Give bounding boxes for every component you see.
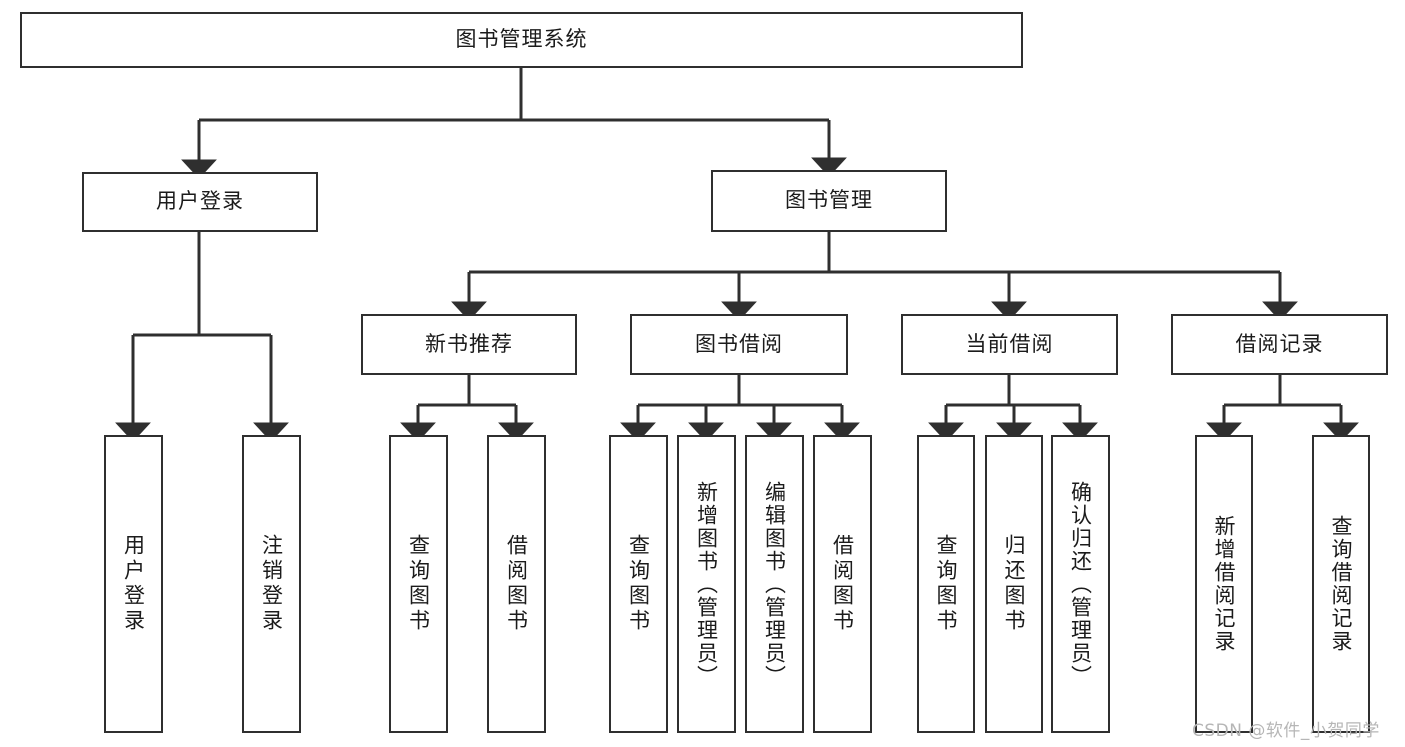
csdn-watermark: CSDN @软件_小贺同学: [1192, 721, 1380, 741]
node-leaf-add-record-label: 新增借阅记录: [1212, 515, 1237, 653]
node-leaf-query-record[interactable]: 查询借阅记录: [1312, 435, 1370, 733]
node-leaf-edit-book-label: 编辑图书（管理员）: [762, 480, 787, 688]
node-leaf-user-login-label: 用户登录: [121, 534, 146, 634]
node-leaf-borrow-book-2-label: 借阅图书: [830, 534, 855, 634]
node-leaf-return-book[interactable]: 归还图书: [985, 435, 1043, 733]
node-book-borrow-label: 图书借阅: [695, 331, 783, 356]
node-leaf-confirm-return-label: 确认归还（管理员）: [1068, 480, 1093, 688]
node-leaf-borrow-book-1[interactable]: 借阅图书: [487, 435, 546, 733]
node-book-manage[interactable]: 图书管理: [711, 170, 947, 232]
node-user-login-label: 用户登录: [156, 189, 244, 214]
node-leaf-query-book-1-label: 查询图书: [406, 534, 431, 634]
node-leaf-borrow-book-1-label: 借阅图书: [504, 534, 529, 634]
node-user-login[interactable]: 用户登录: [82, 172, 318, 232]
node-leaf-confirm-return[interactable]: 确认归还（管理员）: [1051, 435, 1110, 733]
node-borrow-record[interactable]: 借阅记录: [1171, 314, 1388, 375]
node-leaf-user-logout[interactable]: 注销登录: [242, 435, 301, 733]
node-book-manage-label: 图书管理: [785, 188, 873, 213]
node-root[interactable]: 图书管理系统: [20, 12, 1023, 68]
node-leaf-edit-book[interactable]: 编辑图书（管理员）: [745, 435, 804, 733]
node-current-borrow[interactable]: 当前借阅: [901, 314, 1118, 375]
node-root-label: 图书管理系统: [455, 27, 588, 52]
node-leaf-add-book-label: 新增图书（管理员）: [694, 480, 719, 688]
node-leaf-query-book-1[interactable]: 查询图书: [389, 435, 448, 733]
node-leaf-query-record-label: 查询借阅记录: [1329, 515, 1354, 653]
node-borrow-record-label: 借阅记录: [1235, 331, 1324, 356]
node-leaf-query-book-3-label: 查询图书: [934, 534, 959, 634]
node-leaf-query-book-2-label: 查询图书: [626, 534, 651, 634]
node-leaf-add-book[interactable]: 新增图书（管理员）: [677, 435, 736, 733]
node-leaf-borrow-book-2[interactable]: 借阅图书: [813, 435, 872, 733]
node-leaf-user-login[interactable]: 用户登录: [104, 435, 163, 733]
node-leaf-query-book-2[interactable]: 查询图书: [609, 435, 668, 733]
node-leaf-query-book-3[interactable]: 查询图书: [917, 435, 975, 733]
node-current-borrow-label: 当前借阅: [965, 331, 1054, 356]
node-leaf-return-book-label: 归还图书: [1002, 534, 1027, 634]
node-new-book-recommend[interactable]: 新书推荐: [361, 314, 577, 375]
node-new-book-recommend-label: 新书推荐: [425, 331, 513, 356]
node-book-borrow[interactable]: 图书借阅: [630, 314, 848, 375]
node-leaf-user-logout-label: 注销登录: [259, 534, 284, 634]
node-leaf-add-record[interactable]: 新增借阅记录: [1195, 435, 1253, 733]
